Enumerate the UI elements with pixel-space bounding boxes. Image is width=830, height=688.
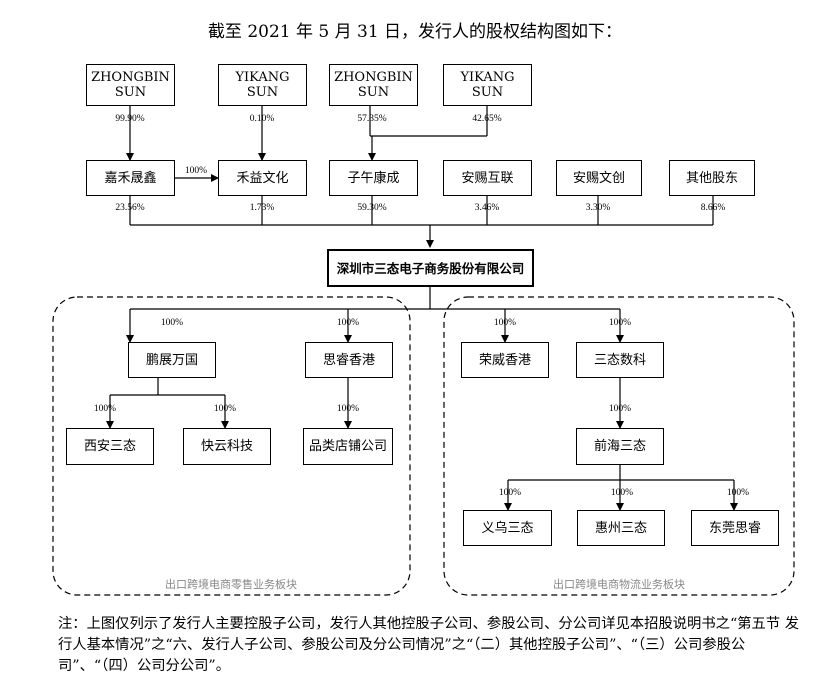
entity-box: 安赐互联: [443, 160, 532, 196]
logistics-segment-label: 出口跨境电商物流业务板块: [553, 578, 685, 591]
shareholder-name-line2: SUN: [114, 85, 147, 100]
ownership-percent: 3.30%: [585, 203, 611, 213]
ownership-percent: 23.56%: [115, 203, 145, 213]
ownership-percent: 100%: [726, 488, 750, 498]
ownership-percent: 3.46%: [474, 203, 500, 213]
ownership-percent: 8.66%: [700, 203, 726, 213]
ownership-percent: 100%: [160, 318, 184, 328]
entity-box: 嘉禾晟鑫: [86, 160, 175, 196]
logistics-segment-panel: [443, 296, 795, 596]
ownership-percent: 100%: [493, 318, 517, 328]
shareholder-name-line1: ZHONGBIN: [334, 70, 413, 85]
shareholder-name-line1: ZHONGBIN: [91, 70, 170, 85]
ownership-percent: 100%: [336, 404, 360, 414]
footnote: 注：上图仅列示了发行人主要控股子公司，发行人其他控股子公司、参股公司、分公司详见…: [58, 616, 799, 674]
shareholder-name-line1: YIKANG: [460, 70, 515, 85]
ownership-percent: 100%: [184, 166, 208, 176]
retail-segment-panel: [52, 296, 411, 596]
ownership-percent: 100%: [610, 488, 634, 498]
shareholder-name-line2: SUN: [471, 85, 504, 100]
ownership-percent: 100%: [213, 404, 237, 414]
entity-box: 禾益文化: [218, 160, 307, 196]
entity-box: 鹏展万国: [128, 342, 216, 378]
entity-box: 荣威香港: [461, 342, 549, 378]
ownership-percent: 1.73%: [249, 203, 275, 213]
shareholder-name-line2: SUN: [246, 85, 279, 100]
ownership-percent: 59.30%: [357, 203, 387, 213]
page-heading: 截至 2021 年 5 月 31 日，发行人的股权结构图如下：: [207, 22, 623, 42]
ownership-percent: 42.65%: [472, 114, 502, 124]
entity-box: 三态数科: [576, 342, 664, 378]
entity-box: 安赐文创: [556, 160, 642, 196]
ownership-percent: 100%: [498, 488, 522, 498]
ownership-percent: 100%: [608, 318, 632, 328]
ownership-percent: 0.10%: [249, 114, 275, 124]
entity-box: 其他股东: [669, 160, 755, 196]
entity-box: 西安三态: [66, 428, 154, 465]
entity-box: 惠州三态: [577, 510, 665, 546]
ownership-percent: 57.35%: [357, 114, 387, 124]
entity-box: 前海三态: [576, 428, 664, 465]
entity-box: 品类店铺公司: [303, 428, 393, 465]
entity-box: 子午康成: [329, 160, 418, 196]
shareholder-name-line1: YIKANG: [235, 70, 290, 85]
retail-segment-label: 出口跨境电商零售业务板块: [165, 578, 297, 591]
entity-box: 义乌三态: [463, 510, 552, 546]
entity-box: 思睿香港: [305, 342, 393, 378]
ownership-percent: 100%: [608, 404, 632, 414]
entity-box: 快云科技: [183, 428, 271, 465]
issuer-box: 深圳市三态电子商务股份有限公司: [327, 249, 534, 287]
ownership-percent: 99.90%: [115, 114, 145, 124]
shareholder-name-line2: SUN: [357, 85, 390, 100]
entity-box: 东莞思睿: [691, 510, 779, 546]
ownership-percent: 100%: [336, 318, 360, 328]
ownership-percent: 100%: [93, 404, 117, 414]
